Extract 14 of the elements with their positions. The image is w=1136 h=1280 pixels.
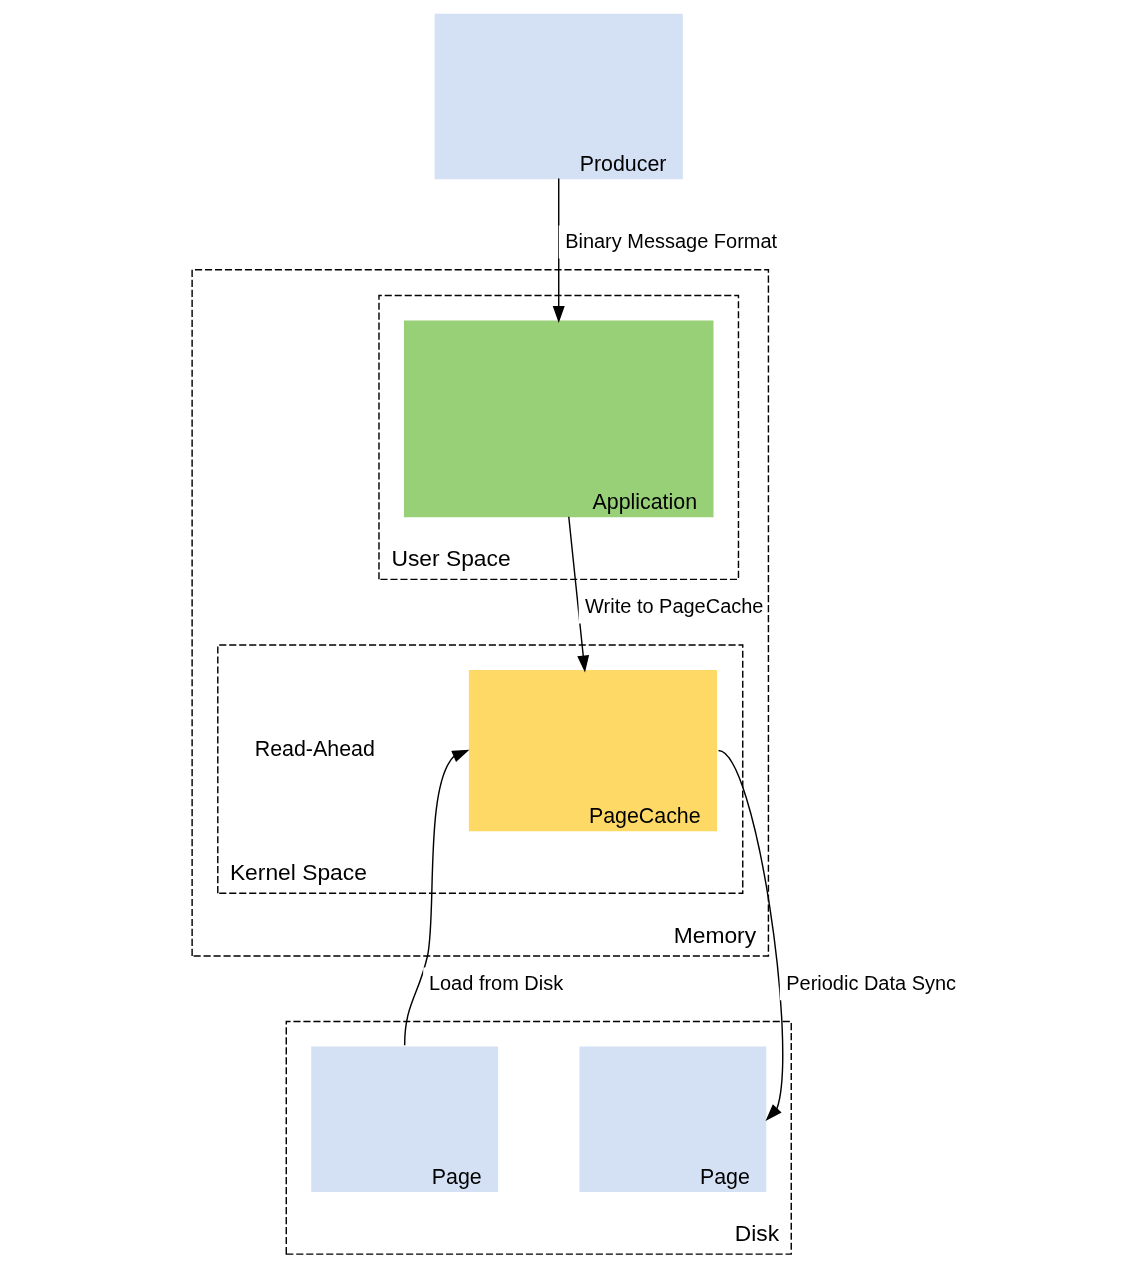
- arrow: [403, 749, 470, 1046]
- edge-label: Binary Message Format: [565, 230, 778, 252]
- arrow: [552, 177, 565, 324]
- node-box: Page: [579, 1046, 767, 1193]
- node-box: Producer: [434, 13, 683, 180]
- node-box: Application: [403, 320, 714, 518]
- edge-label: Write to PageCache: [585, 595, 764, 618]
- arrow: [717, 749, 784, 1121]
- node-box: Page: [311, 1046, 499, 1193]
- arrow: [568, 516, 590, 673]
- edge-label: Load from Disk: [428, 971, 564, 994]
- node-box: PageCache: [468, 669, 718, 832]
- label: Read-Ahead: [254, 736, 375, 761]
- edge-label: Periodic Data Sync: [786, 971, 957, 994]
